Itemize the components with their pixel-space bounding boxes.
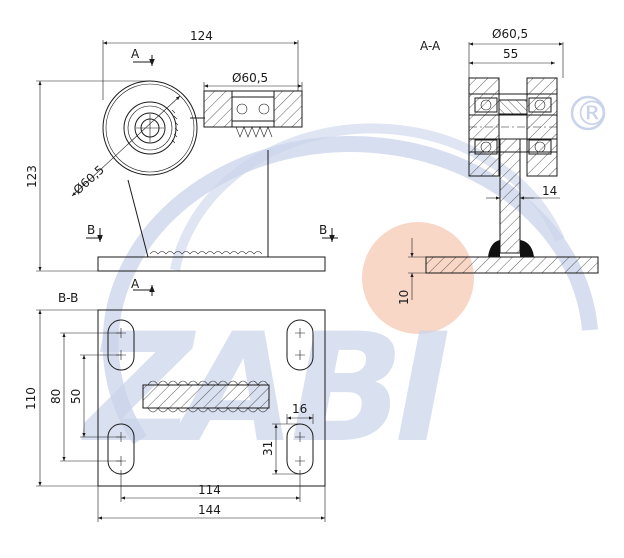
watermark-arc-outer: [102, 136, 598, 445]
section-aa: A-A Ø60,5 55 14: [397, 27, 599, 305]
dim-bb-slot-span: 80: [49, 389, 63, 404]
dim-side-section-diameter: Ø60,5: [232, 71, 268, 85]
dim-bb-slot-length: 31: [261, 441, 275, 456]
aa-hub: [498, 99, 528, 115]
dim-bb-hole-span: 114: [198, 483, 221, 497]
watermark-letter-b: B: [290, 302, 404, 476]
dim-side-width: 124: [190, 29, 213, 43]
cut-b-left: B: [87, 223, 95, 237]
dim-aa-width: 55: [503, 47, 518, 61]
dim-bb-slot-width: 16: [292, 402, 307, 416]
side-weld: [149, 251, 263, 255]
dim-aa-diameter: Ø60,5: [492, 27, 528, 41]
bb-slot-top-right: [286, 319, 314, 371]
bb-web-section: [142, 384, 270, 409]
dim-bb-height-outer: 110: [24, 387, 38, 410]
registered-symbol: ®: [575, 94, 609, 134]
dim-aa-web: 14: [542, 184, 557, 198]
section-bb-title: B-B: [58, 291, 78, 305]
dim-side-roller-diameter: Ø60,5: [71, 163, 107, 198]
section-aa-title: A-A: [420, 39, 441, 53]
cut-b-right: B: [319, 223, 327, 237]
aa-base-plate: [425, 256, 599, 274]
watermark: Z A B I ®: [81, 94, 609, 476]
aa-web: [499, 138, 521, 254]
dim-aa-plate: 10: [397, 290, 411, 305]
dim-bb-slot-inner: 50: [69, 389, 83, 404]
bb-plate: [97, 309, 326, 487]
cut-a-bottom: A: [131, 277, 140, 291]
aa-weld-left: [488, 240, 500, 257]
bb-slot-top-left: [107, 319, 135, 371]
watermark-letter-i: I: [395, 302, 451, 476]
cut-a-top: A: [131, 47, 140, 61]
section-bb: B-B 110 80 50: [24, 291, 326, 522]
registered-circle: [570, 95, 606, 131]
dim-bb-plate-width: 144: [198, 503, 221, 517]
watermark-orange-disc: [362, 222, 474, 334]
aa-weld-right: [520, 240, 534, 257]
dim-side-height: 123: [25, 165, 39, 188]
side-view: A A B B 124 123 Ø60,5 Ø60,5: [25, 29, 338, 296]
